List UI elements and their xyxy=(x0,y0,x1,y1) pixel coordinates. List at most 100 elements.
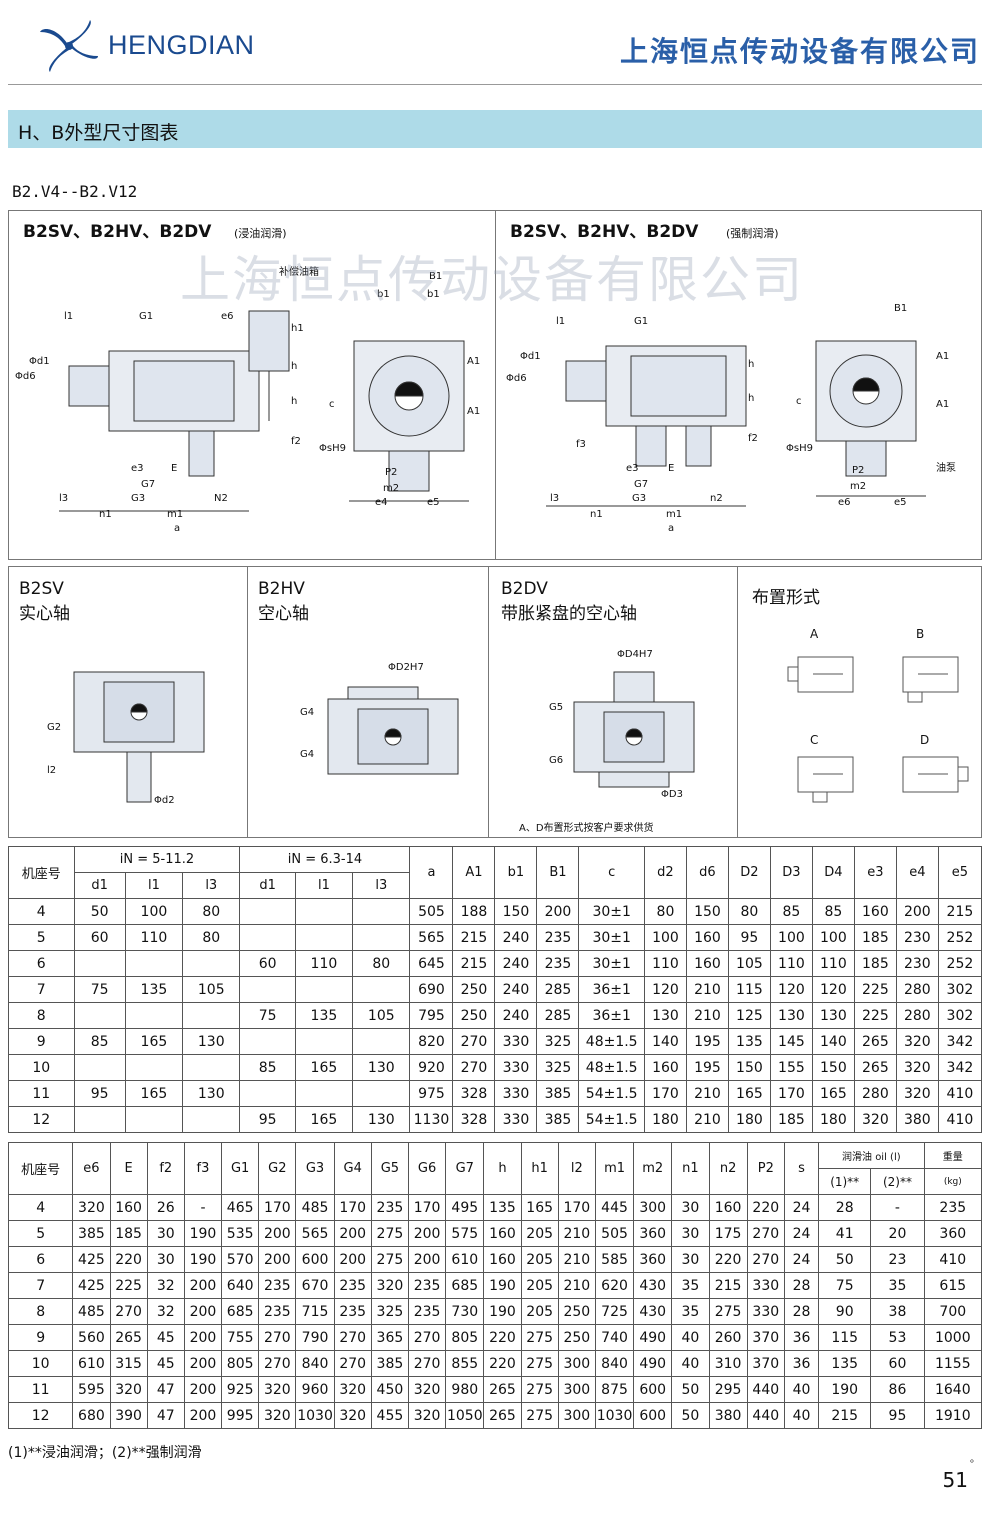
layout-schematics xyxy=(787,656,969,803)
t2-cell: 190 xyxy=(483,1298,522,1325)
t1-cell: 85 xyxy=(73,1028,126,1055)
t2-weight-unit: (kg) xyxy=(923,1168,983,1195)
t2-cell: 60 xyxy=(870,1350,925,1377)
t2-cell: 30 xyxy=(146,1246,185,1273)
t2-cell: 295 xyxy=(708,1376,748,1403)
t2-cell: 600 xyxy=(295,1246,335,1273)
t1-cell: 225 xyxy=(853,976,897,1003)
label-b1-b: b1 xyxy=(427,289,440,300)
t1-cell: 270 xyxy=(452,1054,496,1081)
t2-cell: 495 xyxy=(445,1194,485,1221)
t2-cell: 615 xyxy=(923,1272,983,1299)
panel-note-left: (浸油润滑) xyxy=(234,227,287,240)
t2-cell: 875 xyxy=(594,1376,635,1403)
t2-cell: 200 xyxy=(258,1220,297,1247)
t2-cell: 840 xyxy=(295,1350,335,1377)
label-A1-a: A1 xyxy=(467,356,481,367)
t1-cell xyxy=(124,1106,184,1133)
b2hv-subtitle: 空心轴 xyxy=(258,604,309,624)
t2-cell: 440 xyxy=(746,1376,785,1403)
header-divider xyxy=(8,84,982,85)
t2-cell: 47 xyxy=(146,1402,185,1429)
t1-cell: 410 xyxy=(937,1106,983,1133)
t2-cell: 310 xyxy=(708,1350,748,1377)
label-P2-r: P2 xyxy=(852,465,865,476)
t2-cell: 300 xyxy=(557,1376,596,1403)
t2-cell: 320 xyxy=(109,1376,148,1403)
t2-cell: 445 xyxy=(594,1194,635,1221)
t2-cell: 45 xyxy=(146,1324,185,1351)
t2-cell: 36 xyxy=(783,1324,820,1351)
t1-cell xyxy=(239,924,296,951)
t1-cell: 185 xyxy=(769,1106,813,1133)
t2-cell: 190 xyxy=(818,1376,872,1403)
t2-cell: 225 xyxy=(109,1272,148,1299)
t1-group-2: iN = 6.3-14 xyxy=(239,846,411,873)
t2-cell: 270 xyxy=(109,1298,148,1325)
t2-cell: 185 xyxy=(109,1220,148,1247)
t1-cell xyxy=(239,1028,296,1055)
t2-cell: 1000 xyxy=(923,1324,983,1351)
t1-cell: 75 xyxy=(239,1002,296,1029)
t2-cell: 300 xyxy=(633,1194,673,1221)
t2-cell: 740 xyxy=(594,1324,635,1351)
t2-cell: 300 xyxy=(557,1402,596,1429)
model-range: B2.V4--B2.V12 xyxy=(12,182,138,201)
label-d1: Φd1 xyxy=(29,356,50,367)
label-D3: ΦD3 xyxy=(661,789,683,800)
t2-cell: 50 xyxy=(818,1246,872,1273)
t2-cell: 430 xyxy=(633,1298,673,1325)
t1-cell: 185 xyxy=(853,924,897,951)
t2-cell: 575 xyxy=(445,1220,485,1247)
t1-sub-l3-b: l3 xyxy=(352,872,411,899)
solid-shaft-drawing xyxy=(73,671,205,803)
t2-cell: 200 xyxy=(183,1324,223,1351)
t1-cell: 80 xyxy=(182,924,241,951)
label-h-r-b: h xyxy=(748,393,755,404)
t2-cell: 270 xyxy=(746,1246,785,1273)
t2-cell: 980 xyxy=(445,1376,485,1403)
t1-cell: 30±1 xyxy=(578,898,645,925)
t1-cell: 210 xyxy=(685,976,729,1003)
t1-cell: 54±1.5 xyxy=(578,1080,645,1107)
t2-cell: 270 xyxy=(408,1350,447,1377)
t2-cell: 205 xyxy=(520,1246,559,1273)
t1-cell: 125 xyxy=(727,1002,771,1029)
t1-cell: 160 xyxy=(685,950,729,977)
t1-cell: 325 xyxy=(536,1028,580,1055)
t1-cell: 5 xyxy=(8,924,75,951)
t1-cell: 645 xyxy=(409,950,454,977)
t2-cell: 270 xyxy=(408,1324,447,1351)
t2-cell: 370 xyxy=(746,1350,785,1377)
label-h-a: h xyxy=(291,361,298,372)
t1-cell: 342 xyxy=(937,1028,983,1055)
t2-cell: 270 xyxy=(258,1350,297,1377)
t1-cell: 100 xyxy=(643,924,687,951)
t1-cell: 215 xyxy=(937,898,983,925)
t2-cell: 715 xyxy=(295,1298,335,1325)
t2-cell: 32 xyxy=(146,1272,185,1299)
t1-cell: 160 xyxy=(643,1054,687,1081)
label-sH9-r: ΦsH9 xyxy=(786,443,813,454)
t2-cell: 220 xyxy=(109,1246,148,1273)
t2-cell: 670 xyxy=(295,1272,335,1299)
t1-cell: 380 xyxy=(895,1106,939,1133)
t1-col-A1: A1 xyxy=(452,846,496,899)
t2-cell: 685 xyxy=(221,1298,260,1325)
t2-cell: 200 xyxy=(408,1246,447,1273)
t2-cell: 330 xyxy=(746,1298,785,1325)
t1-cell: 165 xyxy=(124,1028,184,1055)
t1-cell: 342 xyxy=(937,1054,983,1081)
t1-cell: 920 xyxy=(409,1054,454,1081)
t1-cell: 80 xyxy=(643,898,687,925)
t2-cell: 250 xyxy=(557,1324,596,1351)
t1-cell: 265 xyxy=(853,1028,897,1055)
label-n1-r: n1 xyxy=(590,509,603,520)
label-A1-r-b: A1 xyxy=(936,399,950,410)
